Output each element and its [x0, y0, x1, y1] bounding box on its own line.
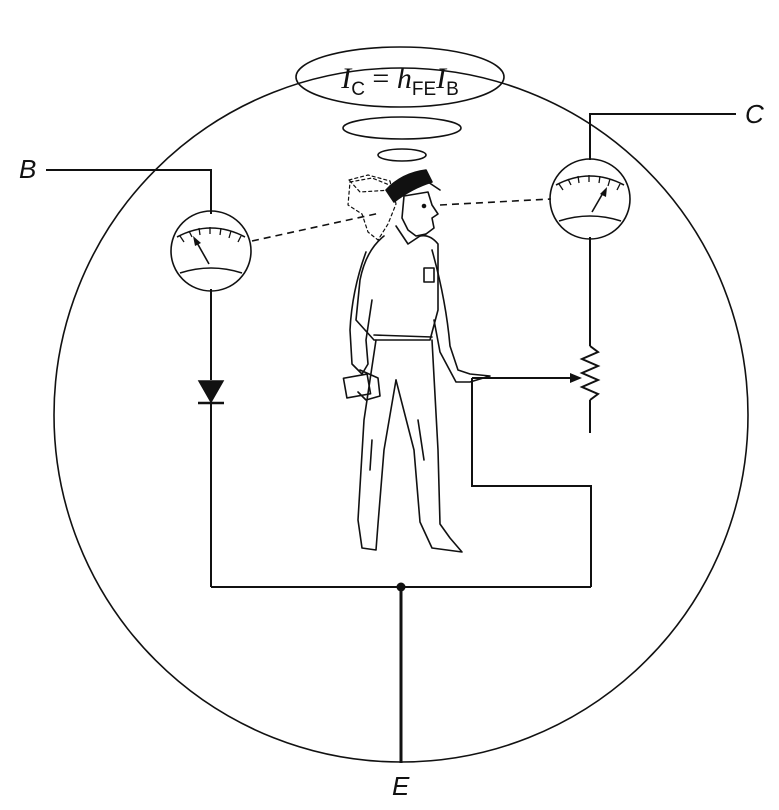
figure-left-leg [357, 339, 397, 551]
eq-rhs-var: I [435, 62, 448, 95]
terminal-label-collector: C [745, 99, 764, 129]
base-meter-needle [195, 240, 210, 265]
collector-meter-needle [591, 192, 604, 213]
figure-crease-b [417, 419, 425, 461]
figure-belt [373, 334, 433, 338]
eq-gain-sub: FE [412, 79, 436, 100]
thought-bubble-small [377, 148, 427, 162]
eq-rhs-sub: B [446, 79, 459, 100]
diode-icon [197, 380, 225, 405]
terminal-label-emitter: E [392, 771, 410, 801]
figure-pocket [423, 267, 435, 283]
terminal-label-base: B [19, 154, 36, 184]
figure-crease-a [369, 439, 373, 471]
figure-torso [355, 234, 439, 341]
collector-meter-ticks [558, 175, 621, 191]
diode-triangle [197, 380, 225, 404]
base-meter-ticks [179, 227, 242, 243]
figure-left-arm [349, 251, 373, 375]
eq-lhs-var: I [340, 62, 353, 95]
gain-equation: IC = hFEIB [340, 62, 459, 100]
thought-bubble-medium [342, 116, 462, 140]
variable-resistor-icon [579, 345, 601, 401]
figure-left-hand [357, 369, 381, 401]
base-meter-needle-tip [193, 236, 201, 246]
figure-eye [421, 203, 427, 209]
operator-figure-icon [342, 169, 491, 553]
base-meter-icon [170, 210, 252, 292]
thought-bubble-main [295, 46, 505, 108]
collector-meter-dial [555, 175, 625, 186]
base-meter-base [179, 267, 243, 274]
eq-gain-var: h [397, 62, 412, 95]
resistor-wiper-arrowhead [570, 373, 582, 383]
thought-bubble [295, 46, 505, 162]
figure-ghost-cap [348, 174, 393, 193]
collector-lead [589, 113, 736, 160]
eq-lhs-sub: C [351, 79, 365, 100]
base-circuit [46, 169, 381, 587]
collector-meter-sightline [439, 198, 552, 206]
base-lead [46, 169, 212, 214]
collector-meter-base [558, 215, 622, 222]
hand-return-wire [471, 378, 592, 587]
base-meter-body [170, 210, 252, 292]
base-meter-dial [176, 227, 246, 238]
figure-face [401, 191, 439, 237]
emitter-circuit [211, 582, 591, 763]
figure-cap-brim [427, 181, 441, 191]
figure-ghost-head [347, 177, 397, 241]
collector-circuit [439, 113, 736, 587]
figure-held-object [342, 373, 372, 399]
figure-right-arm [431, 249, 491, 383]
figure-right-leg [395, 339, 463, 553]
base-meter-sightline [251, 212, 381, 242]
eq-equals: = [365, 62, 397, 95]
collector-meter-icon [549, 158, 631, 240]
figure-cap [385, 169, 433, 203]
collector-meter-needle-tip [600, 187, 607, 197]
collector-meter-body [549, 158, 631, 240]
